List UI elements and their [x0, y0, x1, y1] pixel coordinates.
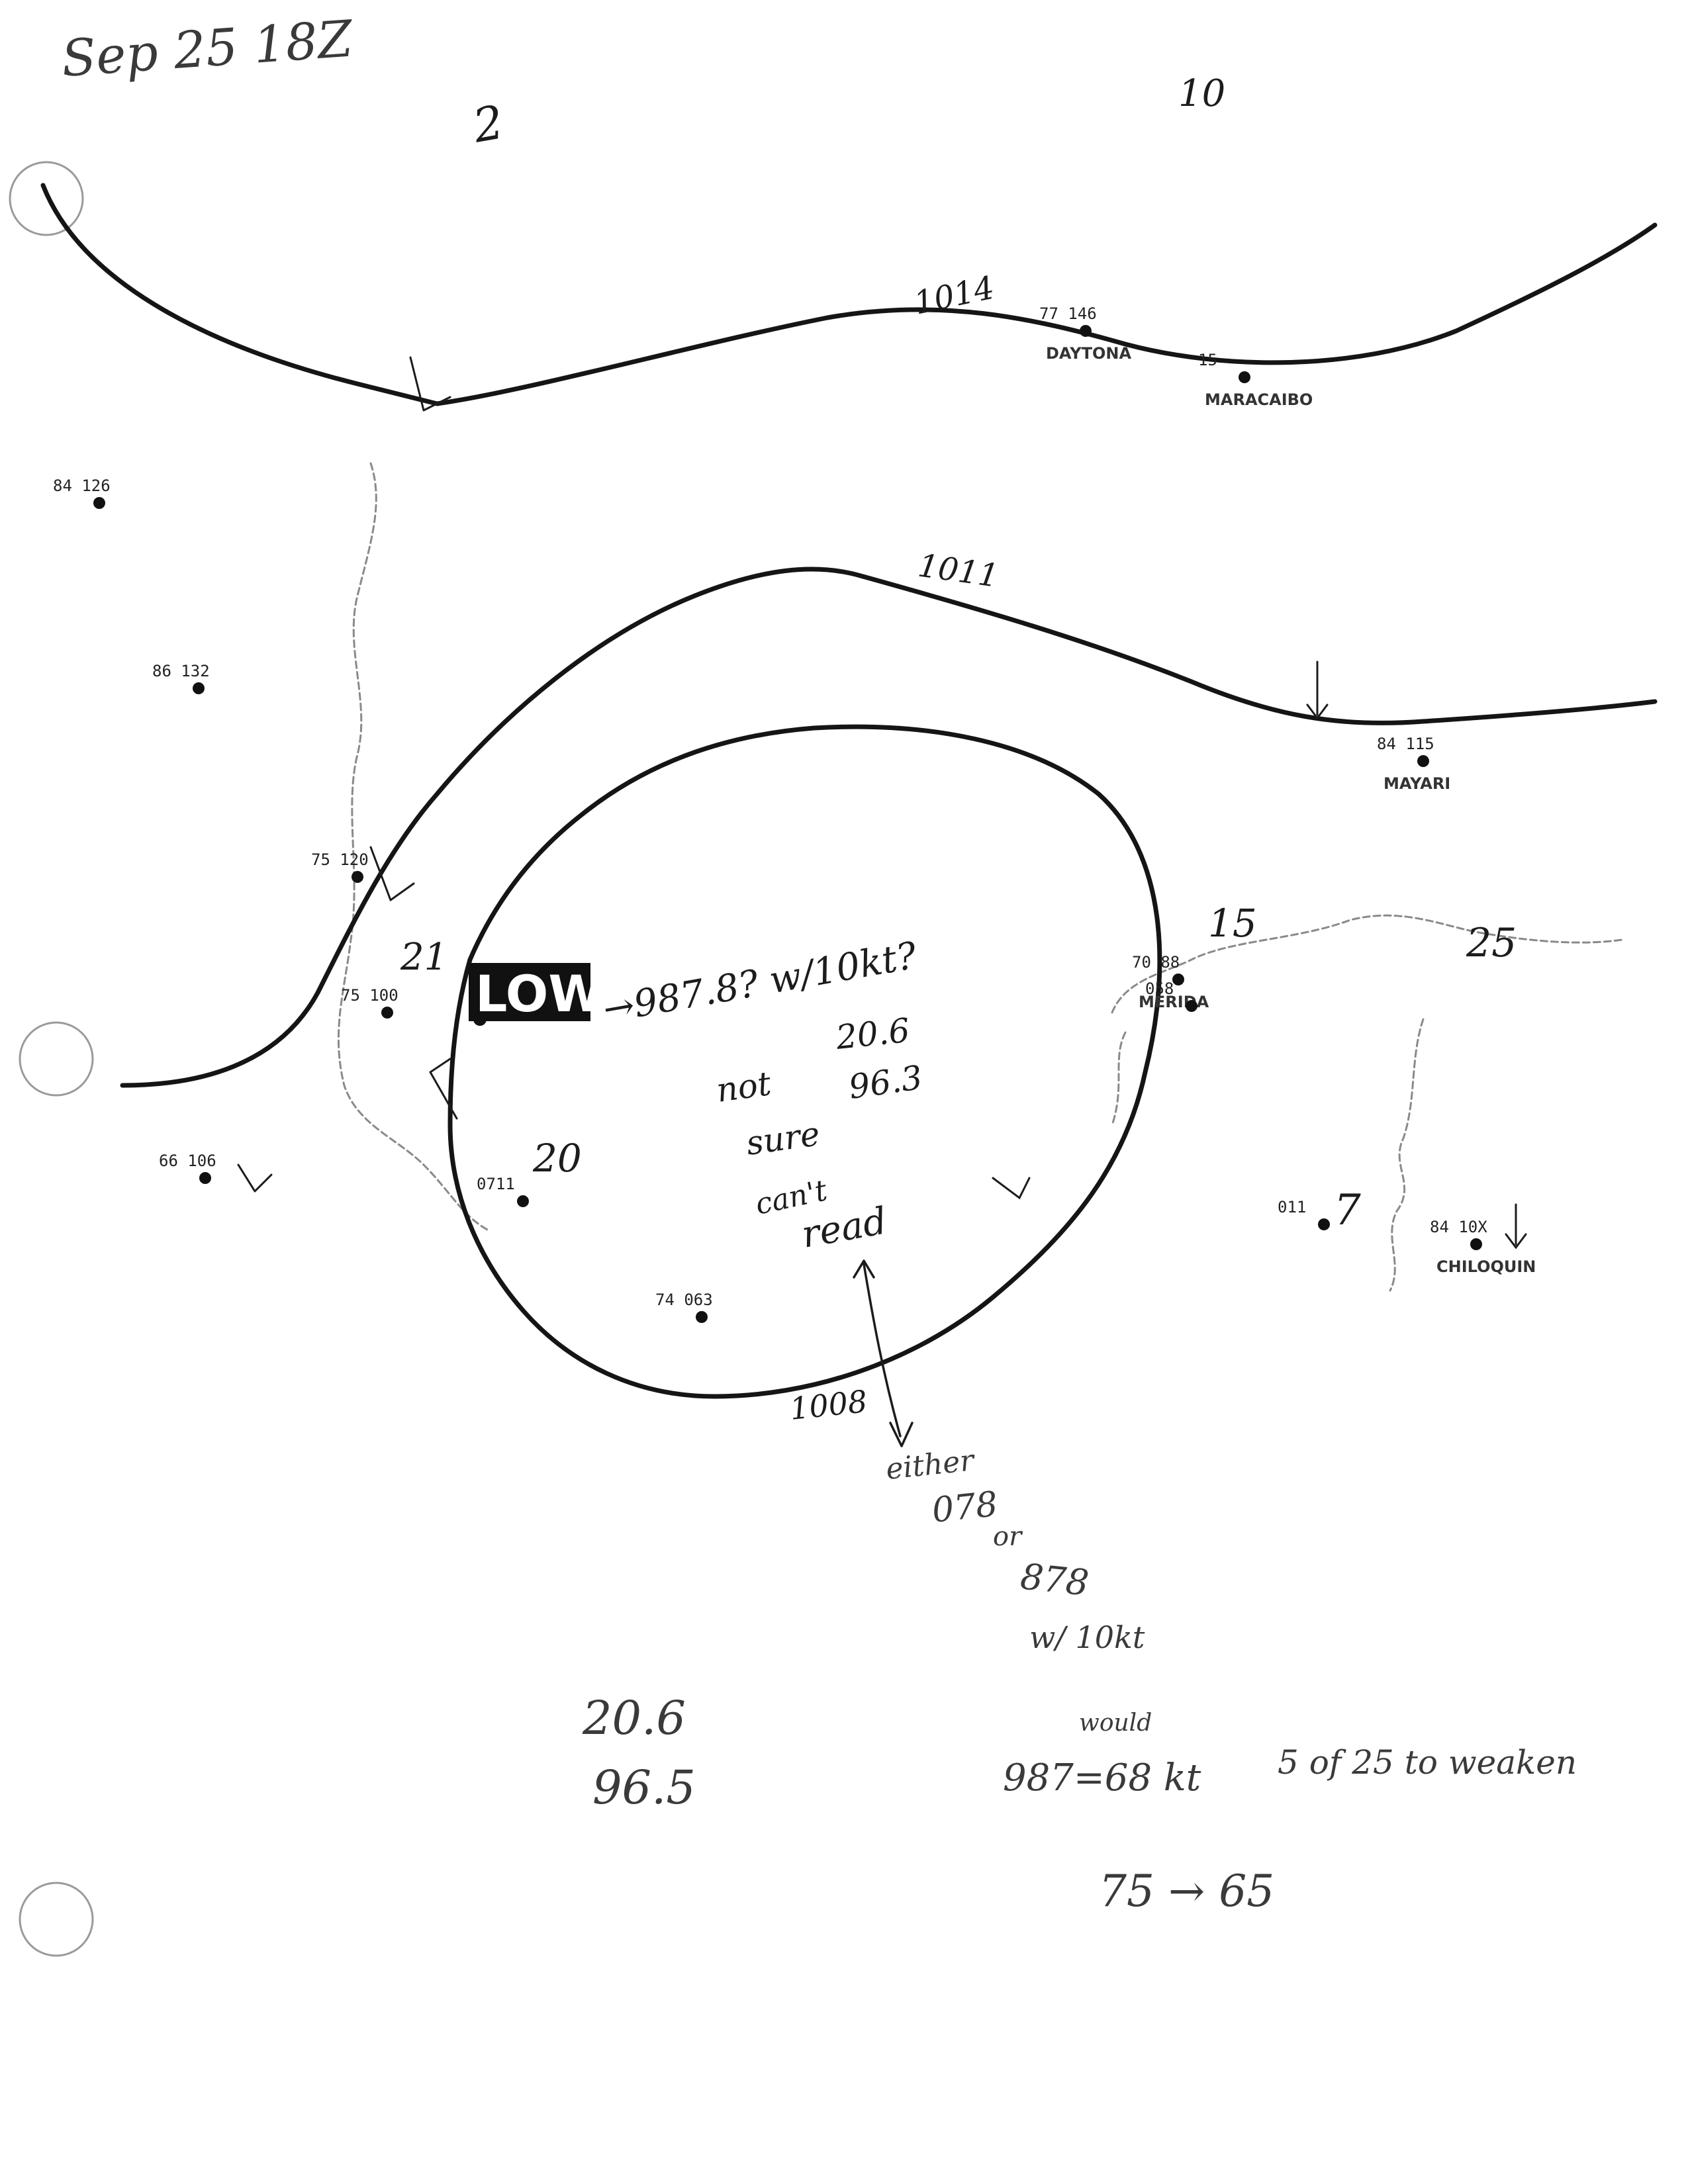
station-w2: 86 132	[152, 662, 210, 694]
wind-barb-5	[1505, 1203, 1527, 1250]
wind-barb-4	[1306, 660, 1329, 720]
station-s1-dot	[696, 1311, 708, 1323]
reading-arrow-head-up	[853, 1259, 875, 1279]
analysis-latitude: 20.6	[582, 1691, 686, 1745]
isobar-1008-label: 1008	[788, 1383, 869, 1427]
position-note-not: not	[714, 1064, 774, 1110]
coastline-east	[1111, 914, 1623, 1014]
wind-label-southwest: 20	[532, 1136, 582, 1181]
station-maracaibo-place: MARACAIBO	[1205, 390, 1313, 409]
station-w2-dot	[193, 682, 205, 694]
station-chiloquin-values: 84 10X	[1430, 1218, 1487, 1236]
station-chiloquin: 84 10X CHILOQUIN	[1430, 1218, 1536, 1276]
alternative-078: 078	[930, 1484, 1000, 1531]
station-w4-dot	[381, 1007, 393, 1019]
station-mayari-dot	[1417, 755, 1429, 767]
station-daytona-place: DAYTONA	[1046, 344, 1131, 363]
station-s1: 74 063	[655, 1291, 713, 1323]
station-chiloquin-place: CHILOQUIN	[1436, 1257, 1536, 1276]
station-maracaibo-dot	[1239, 371, 1250, 383]
station-w3-values: 75 120	[311, 850, 369, 869]
isobar-1014-line	[40, 183, 1658, 406]
low-center-label: LOW	[475, 964, 604, 1023]
alternative-either: either	[884, 1443, 978, 1486]
wind-estimate-equation: 987=68 kt	[1003, 1756, 1201, 1799]
station-w1: 84 126	[53, 477, 111, 509]
intensity-change: 75 → 65	[1099, 1866, 1274, 1917]
station-e2-values: 011	[1278, 1198, 1306, 1216]
station-w3: 75 120	[311, 850, 369, 883]
alternative-wind: w/ 10kt	[1029, 1619, 1145, 1655]
wind-barb-6	[992, 1177, 1031, 1200]
station-w5: 66 106	[159, 1152, 216, 1184]
station-s1-values: 74 063	[655, 1291, 713, 1309]
alternative-or: or	[993, 1522, 1023, 1552]
punch-hole-middle	[19, 1021, 94, 1097]
station-s2-values: 0711	[477, 1175, 515, 1193]
station-w3-dot	[352, 871, 363, 883]
station-merida: 70 88 MERIDA	[1132, 953, 1209, 1011]
wind-label-nw: 2	[469, 95, 508, 154]
station-merida-values: 70 88	[1132, 953, 1180, 972]
station-maracaibo-values: 15	[1198, 351, 1217, 369]
coastline-west	[337, 462, 491, 1232]
wind-barb-1	[409, 356, 451, 412]
station-daytona-values: 77 146	[1039, 304, 1097, 323]
position-note-sure: sure	[744, 1115, 822, 1163]
wind-estimate-note: 5 of 25 to weaken	[1278, 1743, 1577, 1782]
reading-arrow	[863, 1263, 902, 1437]
wind-estimate-would: would	[1079, 1709, 1152, 1737]
station-w5-dot	[199, 1172, 211, 1184]
station-merida-place: MERIDA	[1139, 993, 1209, 1011]
wind-barb-2	[369, 846, 415, 901]
station-w5-values: 66 106	[159, 1152, 216, 1170]
station-s2: 0711	[477, 1175, 529, 1207]
station-chiloquin-dot	[1470, 1238, 1482, 1250]
coastline-south	[1111, 1031, 1127, 1126]
isobar-1011-label: 1011	[915, 547, 1001, 594]
station-mayari-place: MAYARI	[1383, 774, 1450, 793]
station-s2-dot	[517, 1195, 529, 1207]
station-e1: 058	[1145, 979, 1197, 1012]
coastline-east-lower	[1389, 1018, 1425, 1292]
station-w4-values: 75 100	[341, 986, 399, 1005]
station-w4: 75 100	[341, 986, 399, 1019]
wind-label-west: 21	[400, 936, 447, 979]
station-e1-values: 058	[1145, 979, 1174, 998]
wind-label-east-a: 15	[1208, 901, 1257, 946]
isobar-1011-line	[120, 567, 1658, 1088]
station-e2: 011	[1278, 1198, 1330, 1230]
station-merida-dot	[1172, 974, 1184, 985]
station-w1-values: 84 126	[53, 477, 111, 495]
station-daytona-dot	[1080, 325, 1092, 337]
position-lat-note: 20.6	[833, 1011, 912, 1057]
low-center-dot	[473, 1013, 487, 1026]
analysis-longitude: 96.5	[592, 1760, 696, 1815]
map-date-label: Sep 25 18Z	[60, 9, 355, 88]
low-center-box	[469, 963, 590, 1021]
station-w2-values: 86 132	[152, 662, 210, 680]
wind-label-top-mid: 10	[1178, 72, 1225, 115]
wind-barb-7	[237, 1163, 273, 1193]
alternative-878: 878	[1019, 1555, 1091, 1604]
station-w1-dot	[93, 497, 105, 509]
isobar-1008-line	[447, 724, 1162, 1399]
station-e1-dot	[1186, 1000, 1197, 1012]
wind-label-east-b: 25	[1466, 920, 1517, 966]
punch-hole-bottom	[19, 1882, 94, 1957]
position-lon-note: 96.3	[847, 1058, 925, 1107]
wind-label-southeast: 7	[1334, 1186, 1361, 1235]
reading-arrow-head-down	[889, 1422, 914, 1447]
station-mayari-values: 84 115	[1377, 735, 1434, 753]
wind-barb-3	[429, 1058, 458, 1120]
station-e2-dot	[1318, 1218, 1330, 1230]
